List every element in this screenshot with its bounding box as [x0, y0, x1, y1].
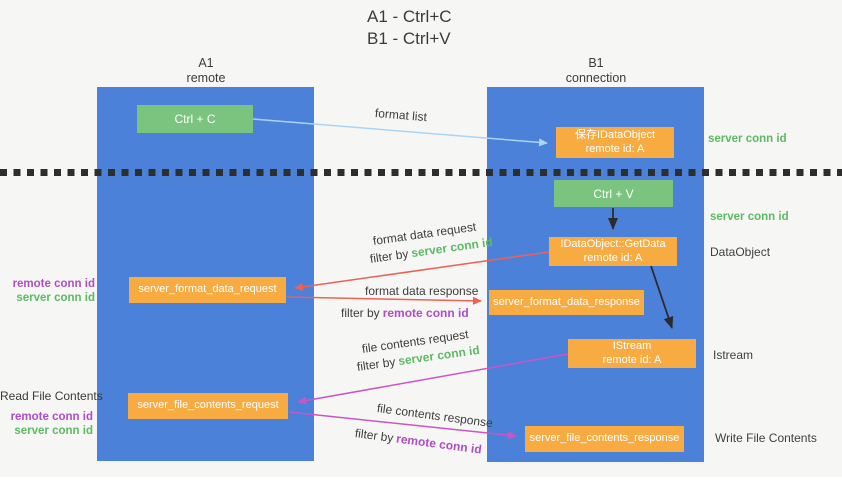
column-b1-header: B1 connection — [536, 56, 656, 86]
label-remote-conn-id-top-left: remote conn id — [12, 278, 95, 290]
label-server-conn-id-top-right: server conn id — [708, 133, 787, 145]
remote-conn-id-text: remote conn id — [382, 306, 469, 320]
node-server-file-contents-request-label: server_file_contents_request — [137, 399, 279, 412]
node-ctrl-v-label: Ctrl + V — [593, 186, 634, 201]
remote-conn-id-text: remote conn id — [395, 431, 483, 457]
label-dataobject: DataObject — [710, 245, 771, 259]
node-server-file-contents-request: server_file_contents_request — [128, 393, 288, 419]
node-server-format-data-response: server_format_data_response — [489, 290, 644, 315]
node-server-format-data-request: server_format_data_request — [129, 277, 286, 303]
node-istream-line1: IStream — [612, 340, 652, 352]
title-line-1: A1 - Ctrl+C — [367, 7, 452, 26]
dotted-separator — [0, 169, 842, 176]
column-a1-subtitle: remote — [186, 71, 226, 85]
node-server-file-contents-response-label: server_file_contents_response — [529, 432, 680, 445]
label-istream: Istream — [713, 348, 754, 362]
node-ctrl-c: Ctrl + C — [137, 105, 253, 133]
flow-label-file-response-filter: filter byremote conn id — [354, 426, 482, 457]
flow-label-format-data-response: format data response — [365, 284, 479, 298]
label-remote-conn-id-bottom-left: remote conn id — [10, 411, 93, 423]
node-save-idataobject-line2: remote id: A — [585, 142, 645, 155]
node-server-format-data-request-label: server_format_data_request — [138, 283, 277, 296]
bottom-strip — [0, 477, 842, 485]
node-save-idataobject-line1: 保存IDataObject — [574, 129, 656, 141]
filter-by-text: filter by — [354, 426, 395, 445]
node-save-idataobject: 保存IDataObject remote id: A — [556, 127, 674, 158]
filter-by-text: filter by — [356, 354, 397, 374]
node-idataobject-getdata-line2: remote id: A — [583, 251, 643, 264]
filter-by-text: filter by — [369, 246, 410, 266]
node-ctrl-c-label: Ctrl + C — [174, 112, 216, 126]
flow-label-format-list: format list — [374, 106, 428, 125]
label-read-file-contents: Read File Contents — [0, 389, 103, 403]
label-write-file-contents: Write File Contents — [715, 431, 817, 445]
flow-label-file-contents-response: file contents response — [376, 401, 494, 431]
column-b1-subtitle: connection — [565, 71, 627, 85]
column-a1-title: A1 — [198, 56, 214, 70]
node-idataobject-getdata: IDataObject::GetData remote id: A — [549, 237, 677, 266]
node-server-format-data-response-label: server_format_data_response — [493, 295, 640, 308]
node-server-file-contents-response: server_file_contents_response — [525, 426, 684, 452]
label-server-conn-id-top-left: server conn id — [16, 292, 95, 304]
label-server-conn-id-mid-right: server conn id — [710, 211, 789, 223]
label-group-format-conn-ids: remote conn id server conn id — [0, 277, 95, 305]
filter-by-text: filter by — [341, 306, 380, 320]
column-a1-header: A1 remote — [146, 56, 266, 86]
diagram-title: A1 - Ctrl+C B1 - Ctrl+V — [367, 6, 452, 50]
node-istream-line2: remote id: A — [602, 353, 662, 366]
node-ctrl-v: Ctrl + V — [554, 180, 673, 207]
title-line-2: B1 - Ctrl+V — [367, 29, 451, 48]
label-server-conn-id-bottom-left: server conn id — [14, 425, 93, 437]
label-group-file-conn-ids: remote conn id server conn id — [0, 410, 93, 438]
node-istream: IStream remote id: A — [568, 339, 696, 368]
node-idataobject-getdata-line1: IDataObject::GetData — [560, 238, 666, 250]
column-b1-title: B1 — [588, 56, 604, 70]
